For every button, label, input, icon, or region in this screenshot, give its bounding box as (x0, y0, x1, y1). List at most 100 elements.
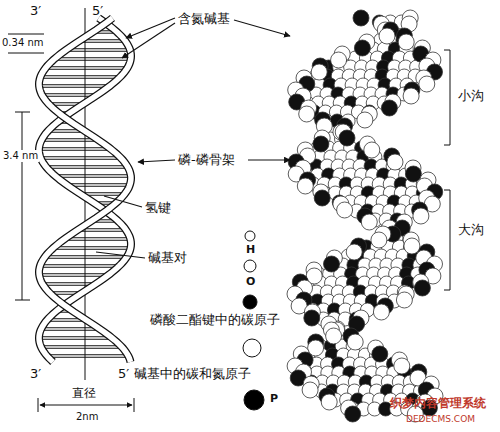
backbone-atom (413, 208, 429, 224)
part-label: 氢键 (145, 200, 171, 216)
backbone-atom (347, 334, 363, 350)
base-pair-rung (65, 238, 131, 239)
sugar-phosphate-strand (39, 18, 131, 362)
legend-atom-swatch (241, 337, 263, 359)
legend-label: O (246, 275, 255, 288)
base-pair-rung (41, 157, 121, 158)
watermark: 织梦内容管理系统 (390, 396, 486, 410)
backbone-atom (396, 292, 412, 308)
atom-swatch (243, 295, 257, 309)
dimension-label: 2nm (76, 411, 98, 423)
backbone-atom (364, 142, 380, 158)
base-pair-rung (47, 354, 128, 357)
base-pair-rung (40, 75, 120, 78)
backbone-atom (353, 10, 369, 26)
base-pair-rung (53, 247, 130, 248)
backbone-atom (361, 214, 377, 230)
base-pair-rung (66, 49, 130, 50)
base-pair-rung (45, 256, 127, 257)
base-pair-rung (40, 76, 120, 77)
legend-label: 磷酸二酯键中的碳原子 (150, 312, 280, 328)
base-pair-rung (42, 94, 97, 95)
space-filling-model (287, 10, 443, 422)
base-pair-rung (42, 139, 99, 140)
base-pair-rung (55, 174, 131, 177)
backbone-atom (339, 130, 355, 146)
backbone-atom (373, 304, 389, 320)
atom-swatch (243, 339, 261, 357)
base-pair-rung (39, 85, 110, 86)
base-pair-rung (46, 67, 128, 68)
legend-label: P (270, 392, 278, 405)
backbone-atom (337, 202, 353, 218)
backbone-atom (345, 406, 361, 422)
base-pair-rung (46, 165, 128, 168)
legend-atom-swatch (243, 229, 257, 243)
backbone-atom (419, 76, 435, 92)
backbone-atom (299, 106, 315, 122)
legend-atom-swatch (241, 293, 259, 311)
base-pair-rung (39, 147, 111, 150)
base-pair-rung (55, 175, 131, 176)
backbone-atom (302, 382, 318, 398)
base-pair-rung (65, 237, 131, 240)
base-pair-rung (53, 246, 130, 249)
base-pair-rung (39, 148, 111, 149)
backbone-atom (403, 88, 419, 104)
backbone-atom (371, 232, 387, 248)
backbone-atom (304, 310, 320, 326)
dimension-label: 直径 (72, 386, 96, 400)
base-pair-rung (67, 183, 130, 186)
base-pair-rung (39, 273, 108, 276)
dimension-label: 3.4 nm (2, 150, 39, 162)
strand-end: 5′ (92, 3, 103, 19)
dimension-lines (8, 34, 450, 412)
base-pair-rung (46, 66, 128, 69)
part-label: 碱基对 (148, 250, 187, 266)
backbone-atom (398, 34, 414, 50)
backbone-atom (394, 358, 410, 374)
part-label: 磷-磷骨架 (178, 152, 235, 168)
leader-lines (96, 18, 290, 258)
dimension-label: 0.34 nm (2, 37, 44, 49)
backbone-atom (311, 64, 327, 80)
base-pair-rung (39, 274, 108, 275)
backbone-atom (326, 328, 342, 344)
strand-end: 3′ (30, 366, 41, 382)
backbone-atom (314, 190, 330, 206)
base-pair-rung (47, 355, 128, 356)
backbone-atom (321, 394, 337, 410)
part-label: 含氮碱基 (178, 11, 230, 27)
sugar-phosphate-strand (39, 18, 131, 362)
backbone-atom (297, 178, 313, 194)
backbone-atom (414, 280, 430, 296)
base-pair-rung (41, 328, 100, 329)
strand-end: 5′ (118, 366, 129, 382)
base-pair-rung (54, 57, 130, 60)
atom-swatch (244, 390, 264, 410)
backbone-atom (405, 166, 421, 182)
base-pair-rung (45, 255, 127, 258)
base-pair-rung (41, 346, 122, 347)
backbone-atom (381, 100, 397, 116)
legend-label: H (246, 243, 255, 256)
base-pair-rung (39, 84, 110, 87)
base-pair-rung (39, 337, 112, 338)
base-pair-rung (41, 345, 122, 348)
legend-atom-swatch (242, 258, 258, 274)
backbone-atom (331, 52, 347, 68)
base-pair-rung (67, 184, 130, 185)
sugar-phosphate-strand (39, 18, 131, 362)
backbone-atom (387, 154, 403, 170)
groove-label: 小沟 (458, 88, 484, 104)
base-pair-rung (46, 166, 128, 167)
base-pair-rung (66, 48, 130, 51)
backbone-atom (313, 136, 329, 152)
helix-ribbon-model (39, 8, 131, 380)
legend-atom-swatch (242, 388, 266, 412)
backbone-atom (372, 346, 388, 362)
backbone-atom (354, 40, 370, 56)
base-pair-rung (54, 58, 130, 59)
backbone-atom (404, 238, 420, 254)
